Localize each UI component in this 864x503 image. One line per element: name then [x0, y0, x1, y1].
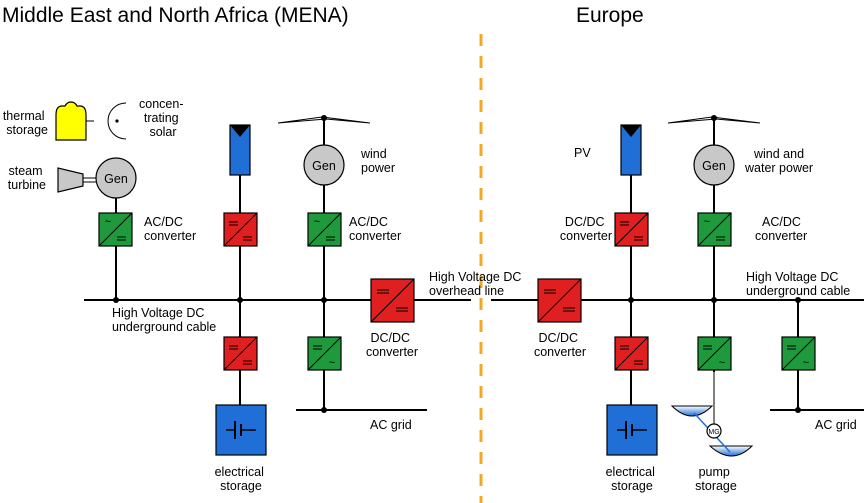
generator-label: Gen [104, 172, 128, 186]
svg-text:~: ~ [719, 357, 725, 369]
wind-turbine-icon [667, 115, 761, 124]
dcdc-converter [223, 212, 258, 247]
dcdc-converter [370, 278, 415, 323]
hvdc-underground-label: High Voltage DC underground cable [746, 270, 850, 298]
generator-icon [693, 144, 735, 186]
generator-label: Gen [702, 159, 726, 173]
mena-heading: Middle East and North Africa (MENA) [2, 4, 349, 27]
pump-storage-icon [670, 372, 754, 457]
junction-dot [628, 297, 634, 303]
wind-power-label: wind power [360, 147, 395, 175]
ac-grid-label: AC grid [815, 418, 857, 432]
thermal-storage-tank [55, 101, 87, 141]
pv-panel-icon [229, 124, 251, 176]
electrical-storage-label: electrical storage [606, 465, 659, 493]
dcdc-label: DC/DC converter [534, 331, 586, 359]
junction-dot [795, 297, 801, 303]
ac-grid-label: AC grid [370, 418, 412, 432]
europe-heading: Europe [576, 4, 644, 27]
acdc-label: AC/DC converter [755, 215, 807, 243]
dcdc-converter [223, 336, 258, 371]
svg-text:~: ~ [329, 357, 335, 369]
csp-focus [115, 119, 119, 123]
steam-turbine-label: steam turbine [8, 164, 46, 192]
pump-storage-label: pump storage [695, 465, 737, 493]
electrical-storage-label: electrical storage [215, 465, 268, 493]
steam-turbine-icon [57, 167, 84, 193]
pv-label: PV [574, 146, 591, 160]
csp-mirror [107, 102, 127, 140]
acdc-converter: ~ [98, 212, 133, 247]
dcdc-converter [537, 278, 582, 323]
thermal-storage-label: thermal storage [3, 109, 48, 137]
acdc-label: AC/DC converter [144, 215, 196, 243]
junction-dot [711, 297, 717, 303]
junction-dot [113, 297, 119, 303]
acdc-converter: ~ [307, 212, 342, 247]
dcdc-label: DC/DC converter [366, 331, 418, 359]
junction-dot [795, 407, 801, 413]
acdc-label: AC/DC converter [349, 215, 401, 243]
svg-text:~: ~ [704, 216, 710, 228]
dcdc-label: DC/DC converter [560, 215, 612, 243]
mg-label: MG [708, 429, 719, 436]
junction-dot [321, 407, 327, 413]
svg-text:~: ~ [105, 216, 111, 228]
hvdc-underground-label: High Voltage DC underground cable [112, 306, 216, 334]
dcac-converter: ~ [697, 336, 732, 371]
dcac-converter: ~ [781, 336, 816, 371]
wind-turbine-icon [277, 115, 371, 124]
csp-label: concen- trating solar [139, 97, 187, 139]
svg-text:~: ~ [803, 357, 809, 369]
acdc-converter: ~ [697, 212, 732, 247]
pv-panel-icon [620, 124, 642, 176]
svg-text:~: ~ [314, 216, 320, 228]
wind-water-power-label: wind and water power [744, 147, 813, 175]
battery-storage-icon [215, 404, 267, 456]
dcac-converter: ~ [307, 336, 342, 371]
dcdc-converter [614, 336, 649, 371]
battery-storage-icon [606, 404, 658, 456]
dcdc-converter [614, 212, 649, 247]
generator-label: Gen [312, 159, 336, 173]
junction-dot [237, 297, 243, 303]
hvdc-overhead-label: High Voltage DC overhead line [429, 270, 525, 298]
generator-icon [303, 144, 345, 186]
junction-dot [321, 297, 327, 303]
